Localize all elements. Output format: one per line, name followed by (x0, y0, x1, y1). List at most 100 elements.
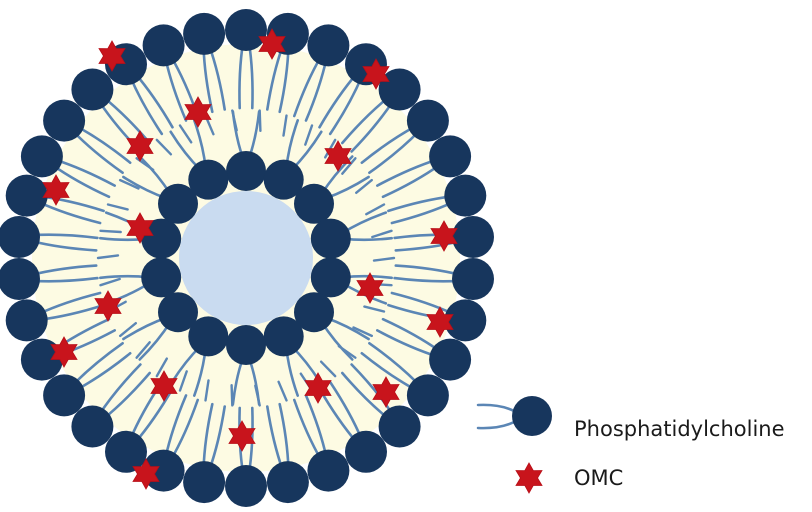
lipid-tail (155, 138, 173, 156)
lipid-head (71, 405, 114, 448)
lipid-tail (106, 203, 129, 211)
lipid-head (429, 338, 472, 381)
lipid-head (5, 174, 48, 217)
lipid-head (444, 299, 487, 342)
legend: Phosphatidylcholine OMC (476, 396, 785, 494)
legend-label-phosphatidylcholine: Phosphatidylcholine (574, 417, 785, 441)
lipid-head (20, 338, 63, 381)
lipid-tail (96, 254, 120, 260)
lipid-head (263, 159, 304, 200)
lipid-tail (282, 114, 288, 137)
lipid-head (452, 258, 494, 300)
star-icon (515, 462, 543, 494)
lipid-head (141, 257, 182, 298)
lipid-tail (178, 370, 188, 392)
lipid-tail (341, 157, 357, 175)
lipid-head (226, 325, 266, 365)
drug-star (94, 290, 122, 322)
lipid-tail (304, 124, 314, 146)
lipid-head (188, 159, 229, 200)
lipid-tail (365, 203, 386, 216)
drug-star (430, 220, 458, 252)
lipid-head (294, 292, 334, 333)
lipid-tail (119, 178, 140, 190)
lipid-tail (230, 384, 234, 407)
drug-star (126, 212, 154, 244)
lipid-head (263, 316, 304, 357)
lipid-head (378, 405, 421, 448)
lipid-head (142, 24, 185, 67)
drug-star (258, 28, 286, 60)
drug-star (372, 376, 400, 408)
lipid-head (183, 12, 226, 55)
lipid-head (71, 68, 114, 111)
lipid-head (307, 449, 350, 492)
lipid-head (43, 374, 86, 417)
lipid-tail (99, 277, 121, 287)
lipid-tail (355, 178, 373, 194)
aqueous-core (179, 191, 313, 325)
lipid-head (183, 461, 226, 504)
lipid-head (5, 299, 48, 342)
liposome (0, 9, 494, 507)
lipid-tail (204, 379, 210, 402)
drug-molecules (42, 28, 458, 490)
phospholipid-icon (476, 396, 552, 436)
lipid-head (345, 430, 387, 473)
lipid-head (141, 218, 182, 259)
lipid-head (429, 135, 472, 178)
drug-star (42, 174, 70, 206)
lipid-head (225, 465, 267, 507)
drug-star (426, 306, 454, 338)
drug-star (362, 58, 390, 90)
drug-star (126, 130, 154, 162)
lipid-head (226, 151, 266, 191)
drug-star (150, 370, 178, 402)
lipid-tail (254, 384, 261, 407)
lipid-head (0, 258, 40, 300)
lipid-head (158, 292, 198, 333)
lipid-heads (0, 9, 494, 507)
lipid-head (310, 218, 351, 259)
drug-star (304, 372, 332, 404)
drug-star (356, 272, 384, 304)
lipid-tail (258, 109, 262, 132)
lipid-head (0, 216, 40, 258)
lipid-tail (363, 305, 386, 313)
lipid-head (406, 99, 449, 142)
drug-star (132, 458, 160, 490)
lipid-head (444, 174, 487, 217)
lipid-head (225, 9, 267, 51)
lipid-head (43, 99, 86, 142)
lipid-head (406, 374, 449, 417)
lipid-tail (135, 341, 151, 359)
drug-star (98, 40, 126, 72)
lipid-head (158, 183, 198, 224)
lipid-tail (372, 256, 396, 262)
lipid-head (188, 316, 229, 357)
drug-star (228, 420, 256, 452)
lipid-tail (352, 326, 373, 338)
lipid-tail (231, 109, 238, 132)
lipid-head (266, 461, 309, 504)
lipid-head (378, 68, 421, 111)
lipid-head (294, 183, 334, 224)
legend-label-omc: OMC (574, 466, 623, 490)
lipid-head (105, 430, 147, 473)
drug-star (184, 96, 212, 128)
lipid-head (310, 257, 351, 298)
lipid-tail (319, 360, 337, 378)
drug-star (50, 336, 78, 368)
lipid-tail (277, 380, 288, 402)
lipid-head (452, 216, 494, 258)
lipid-tail (155, 357, 168, 378)
lipid-tail (178, 124, 193, 144)
lipid-tail (99, 229, 122, 234)
lipid-head (20, 135, 63, 178)
lipid-tail (119, 322, 137, 338)
lipid-head (307, 24, 350, 67)
lipid-tail (371, 229, 393, 239)
drug-star (324, 140, 352, 172)
lipid-tail (337, 344, 357, 359)
